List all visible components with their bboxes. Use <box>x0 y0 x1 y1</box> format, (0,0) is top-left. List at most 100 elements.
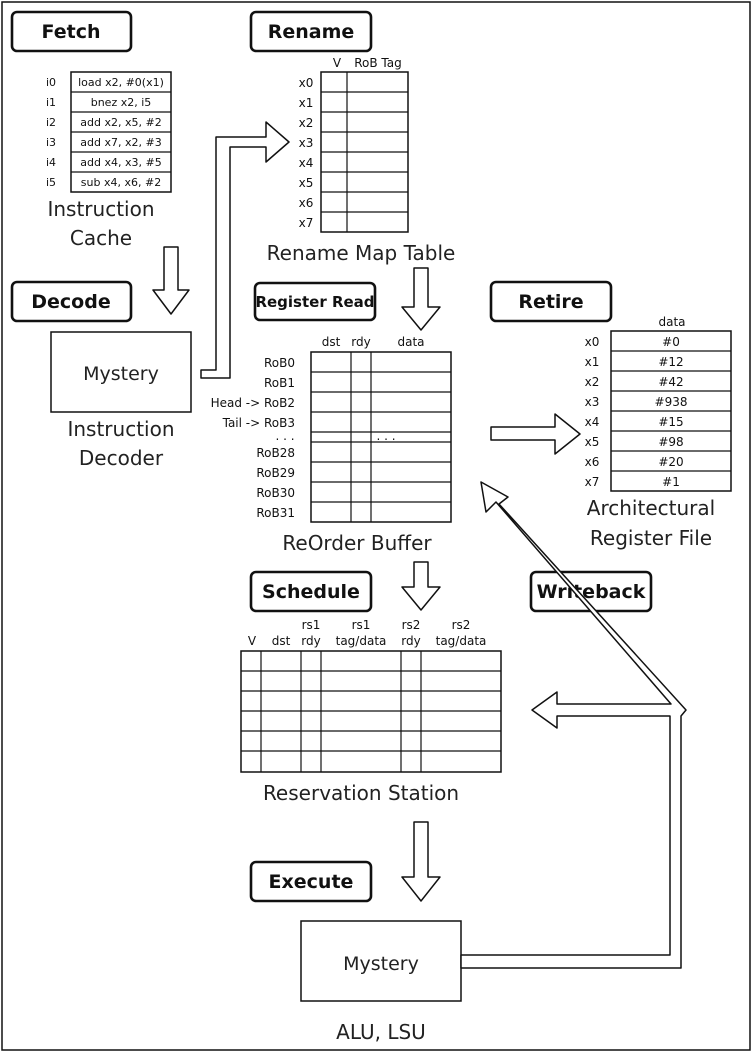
rs-header-rs2-tag: tag/data <box>436 634 487 648</box>
decoder-box-label: Mystery <box>83 363 159 385</box>
stage-writeback-label: Writeback <box>537 581 646 603</box>
rob-row-label: RoB28 <box>256 446 295 460</box>
rob-row-label: Head -> RoB2 <box>211 396 295 410</box>
rob-row-label: RoB30 <box>256 486 295 500</box>
rename-row-reg: x1 <box>299 96 314 110</box>
icache-instruction: add x2, x5, #2 <box>80 116 161 129</box>
reservation-station: V dst rs1 rdy rs1 tag/data rs2 rdy rs2 t… <box>240 618 502 805</box>
arrow-rs-to-execute <box>401 821 441 902</box>
rs-header-rs2-rdy: rdy <box>401 634 420 648</box>
icache-instruction: sub x4, x6, #2 <box>81 176 161 189</box>
arrow-rob-to-rs <box>401 561 441 611</box>
rob-row-label: RoB1 <box>264 376 295 390</box>
icache-row-id: i0 <box>46 76 56 89</box>
arf-row-value: #1 <box>662 475 680 489</box>
rs-header-rs1-tag: tag/data <box>336 634 387 648</box>
arf-row-reg: x6 <box>585 455 600 469</box>
icache-instruction: load x2, #0(x1) <box>78 76 164 89</box>
arf-row-reg: x5 <box>585 435 600 449</box>
arf-row-reg: x1 <box>585 355 600 369</box>
rs-header-rs1-top: rs1 <box>352 618 371 632</box>
rob-row-label: Tail -> RoB3 <box>222 416 295 430</box>
rename-row-reg: x5 <box>299 176 314 190</box>
rename-caption: Rename Map Table <box>267 241 456 265</box>
arf-header-data: data <box>658 315 685 329</box>
execute-box-label: Mystery <box>343 953 419 975</box>
architectural-register-file: data x0 x1 x2 x3 x4 x5 x6 x7 #0 #12 #42 … <box>585 315 732 550</box>
arf-row-value: #15 <box>658 415 683 429</box>
rob-row-label: RoB0 <box>264 356 295 370</box>
rob-ellipsis: . . . <box>376 429 395 443</box>
stage-decode-label: Decode <box>31 291 110 313</box>
icache-row-id: i5 <box>46 176 56 189</box>
arrow-rob-to-arf <box>490 413 581 455</box>
rob-row-label: . . . <box>275 429 294 443</box>
icache-caption-line2: Cache <box>70 226 132 250</box>
stage-decode: Decode <box>10 280 133 323</box>
rs-header-rs2-top: rs2 <box>402 618 421 632</box>
stage-execute: Execute <box>249 860 373 903</box>
rename-row-reg: x2 <box>299 116 314 130</box>
stage-retire: Retire <box>489 280 613 323</box>
stage-fetch-label: Fetch <box>42 21 101 43</box>
rename-row-reg: x4 <box>299 156 314 170</box>
rename-header-v: V <box>333 56 342 70</box>
rename-map-table: V RoB Tag x0 x1 x2 x3 x4 x5 x6 x7 Rename… <box>267 56 456 265</box>
icache-caption-line1: Instruction <box>47 197 154 221</box>
arrow-decoder-to-rename <box>200 121 290 379</box>
stage-schedule-label: Schedule <box>262 581 360 603</box>
arf-row-value: #98 <box>658 435 683 449</box>
rs-header-v: V <box>248 634 257 648</box>
decoder-caption-line1: Instruction <box>67 417 174 441</box>
stage-register-read: Register Read <box>253 281 377 322</box>
icache-instruction: add x7, x2, #3 <box>80 136 161 149</box>
arf-row-value: #0 <box>662 335 680 349</box>
arf-row-reg: x2 <box>585 375 600 389</box>
arf-row-value: #42 <box>658 375 683 389</box>
stage-retire-label: Retire <box>518 291 583 313</box>
stage-schedule: Schedule <box>249 570 373 613</box>
arf-row-value: #938 <box>655 395 688 409</box>
rob-header-data: data <box>397 335 424 349</box>
rs-header-rs2-top: rs2 <box>452 618 471 632</box>
icache-row-id: i3 <box>46 136 56 149</box>
rs-header-dst: dst <box>272 634 291 648</box>
writeback-bus-arrow <box>460 481 687 969</box>
rob-caption: ReOrder Buffer <box>282 531 432 555</box>
arf-caption-line2: Register File <box>590 526 712 550</box>
icache-instruction: add x4, x3, #5 <box>80 156 161 169</box>
arf-row-reg: x4 <box>585 415 600 429</box>
stage-rename-label: Rename <box>268 21 355 43</box>
arf-row-reg: x7 <box>585 475 600 489</box>
execute-caption: ALU, LSU <box>336 1020 426 1044</box>
rename-row-reg: x7 <box>299 216 314 230</box>
rename-row-reg: x3 <box>299 136 314 150</box>
icache-instruction: bnez x2, i5 <box>91 96 152 109</box>
rename-row-reg: x6 <box>299 196 314 210</box>
stage-rename: Rename <box>249 10 373 53</box>
rs-header-rs1-top: rs1 <box>302 618 321 632</box>
instruction-cache: i0 i1 i2 i3 i4 i5 load x2, #0(x1) bnez x… <box>46 71 172 250</box>
rename-header-rob-tag: RoB Tag <box>354 56 402 70</box>
decoder-caption-line2: Decoder <box>79 446 164 470</box>
rob-header-dst: dst <box>322 335 341 349</box>
rob-row-label: RoB29 <box>256 466 295 480</box>
arf-row-value: #20 <box>658 455 683 469</box>
icache-row-id: i1 <box>46 96 56 109</box>
stage-writeback: Writeback <box>529 570 653 613</box>
stage-execute-label: Execute <box>269 871 354 893</box>
stage-fetch: Fetch <box>10 10 133 53</box>
arrow-cache-to-decoder <box>152 246 190 315</box>
arf-caption-line1: Architectural <box>587 496 715 520</box>
rob-row-label: RoB31 <box>256 506 295 520</box>
arrow-rename-to-rob <box>401 267 441 331</box>
instruction-decoder: Mystery Instruction Decoder <box>50 331 192 470</box>
stage-register-read-label: Register Read <box>255 293 374 311</box>
execute-unit: Mystery ALU, LSU <box>300 920 462 1044</box>
arf-row-reg: x3 <box>585 395 600 409</box>
rob-header-rdy: rdy <box>351 335 370 349</box>
icache-row-id: i4 <box>46 156 56 169</box>
